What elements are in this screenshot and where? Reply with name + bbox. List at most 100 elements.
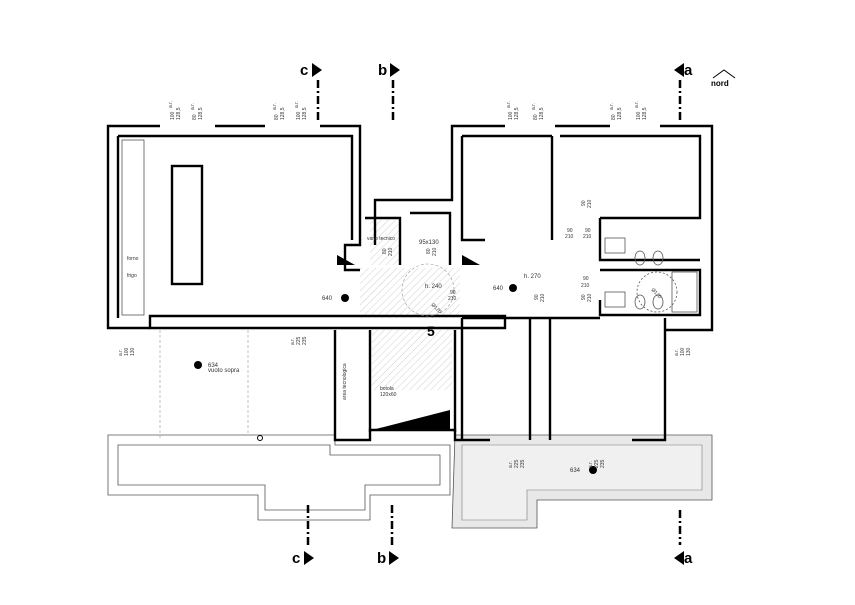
- svg-text:235: 235: [520, 459, 526, 468]
- level-marker-634-right: 634: [570, 466, 597, 474]
- diameter-bathroom: Ø120: [650, 287, 663, 300]
- svg-text:128,5: 128,5: [302, 107, 308, 120]
- svg-text:100: 100: [170, 111, 176, 120]
- svg-text:a.r.: a.r.: [588, 461, 594, 468]
- svg-text:210: 210: [565, 234, 574, 240]
- svg-text:235: 235: [600, 459, 606, 468]
- landing-hatch: [360, 268, 460, 318]
- svg-text:a.r.: a.r.: [294, 101, 300, 108]
- svg-text:90: 90: [581, 200, 587, 206]
- svg-text:c: c: [300, 62, 308, 79]
- label-botola-size: 120x60: [380, 392, 397, 398]
- svg-text:80: 80: [533, 114, 539, 120]
- svg-text:634: 634: [208, 363, 219, 369]
- svg-text:100: 100: [124, 347, 130, 356]
- section-marker-c-bottom[interactable]: c: [292, 505, 314, 567]
- kitchen-counter: [121, 139, 145, 316]
- section-marker-a-top[interactable]: a: [674, 62, 693, 120]
- svg-text:128,5: 128,5: [514, 107, 520, 120]
- svg-text:100: 100: [296, 111, 302, 120]
- label-vano-tecnico: vano tecnico: [367, 236, 395, 242]
- section-marker-c-top[interactable]: c: [300, 62, 322, 120]
- svg-text:80: 80: [192, 114, 198, 120]
- svg-text:130: 130: [686, 347, 692, 356]
- svg-text:a.r.: a.r.: [609, 103, 615, 110]
- svg-text:210: 210: [388, 247, 394, 256]
- landing-height: h. 240: [425, 284, 442, 290]
- svg-text:80: 80: [611, 114, 617, 120]
- section-marker-b-bottom[interactable]: b: [377, 505, 399, 567]
- label-area-tecnologica: area tecnologica: [342, 363, 348, 400]
- label-botola: botola: [380, 386, 394, 392]
- svg-text:a.r.: a.r.: [272, 103, 278, 110]
- svg-text:225: 225: [594, 459, 600, 468]
- level-marker-640-right: 640: [493, 284, 517, 292]
- terrace-left: [107, 434, 451, 521]
- svg-text:128,5: 128,5: [198, 107, 204, 120]
- svg-text:100: 100: [636, 111, 642, 120]
- label-lift: 95x130: [419, 240, 439, 246]
- svg-text:90: 90: [567, 228, 573, 234]
- svg-text:80: 80: [426, 248, 432, 254]
- label-frigo: frigo: [127, 273, 137, 279]
- svg-text:210: 210: [583, 234, 592, 240]
- svg-text:210: 210: [587, 293, 593, 302]
- svg-text:90: 90: [585, 228, 591, 234]
- bathroom-fixtures: [604, 237, 698, 313]
- svg-text:a.r.: a.r.: [531, 103, 537, 110]
- svg-text:a.r.: a.r.: [634, 101, 640, 108]
- svg-text:210: 210: [587, 199, 593, 208]
- svg-text:a.r.: a.r.: [168, 101, 174, 108]
- svg-text:100: 100: [508, 111, 514, 120]
- svg-text:640: 640: [322, 296, 333, 302]
- svg-text:128,5: 128,5: [539, 107, 545, 120]
- stair-number: 5: [427, 323, 435, 339]
- svg-text:80: 80: [382, 248, 388, 254]
- label-forno: forno: [127, 256, 139, 262]
- svg-text:b: b: [377, 550, 386, 567]
- svg-text:a.r.: a.r.: [118, 349, 124, 356]
- svg-text:90: 90: [450, 290, 456, 296]
- svg-text:225: 225: [296, 336, 302, 345]
- label-vuoto-sopra: vuoto sopra: [208, 368, 240, 374]
- svg-text:128,5: 128,5: [617, 107, 623, 120]
- terrace-right: [451, 434, 713, 529]
- svg-text:a.r.: a.r.: [506, 101, 512, 108]
- svg-text:210: 210: [448, 296, 457, 302]
- svg-text:225: 225: [514, 459, 520, 468]
- svg-text:b: b: [378, 62, 387, 79]
- svg-text:128,5: 128,5: [280, 107, 286, 120]
- svg-text:80: 80: [274, 114, 280, 120]
- svg-text:90: 90: [581, 294, 587, 300]
- svg-text:130: 130: [130, 347, 136, 356]
- svg-text:210: 210: [540, 293, 546, 302]
- svg-text:a: a: [684, 62, 693, 79]
- svg-text:a.r.: a.r.: [674, 349, 680, 356]
- svg-text:235: 235: [302, 336, 308, 345]
- level-marker-640-left: 640: [322, 294, 349, 302]
- svg-text:a: a: [684, 550, 693, 567]
- svg-text:210: 210: [432, 247, 438, 256]
- level-marker-634-left: 634: [194, 361, 219, 369]
- svg-text:100: 100: [680, 347, 686, 356]
- svg-text:c: c: [292, 550, 300, 567]
- svg-text:128,5: 128,5: [642, 107, 648, 120]
- svg-text:90: 90: [534, 294, 540, 300]
- north-arrow: nord: [711, 69, 736, 88]
- svg-text:a.r.: a.r.: [190, 103, 196, 110]
- section-marker-a-bottom[interactable]: a: [674, 510, 693, 567]
- interior-walls: [116, 134, 702, 432]
- svg-text:a.r.: a.r.: [290, 338, 296, 345]
- svg-text:634: 634: [570, 468, 581, 474]
- svg-text:128,5: 128,5: [176, 107, 182, 120]
- section-marker-b-top[interactable]: b: [378, 62, 400, 120]
- svg-text:90: 90: [583, 276, 589, 282]
- exterior-walls: [106, 124, 714, 442]
- svg-text:a.r.: a.r.: [508, 461, 514, 468]
- corridor-height: h. 270: [524, 274, 541, 280]
